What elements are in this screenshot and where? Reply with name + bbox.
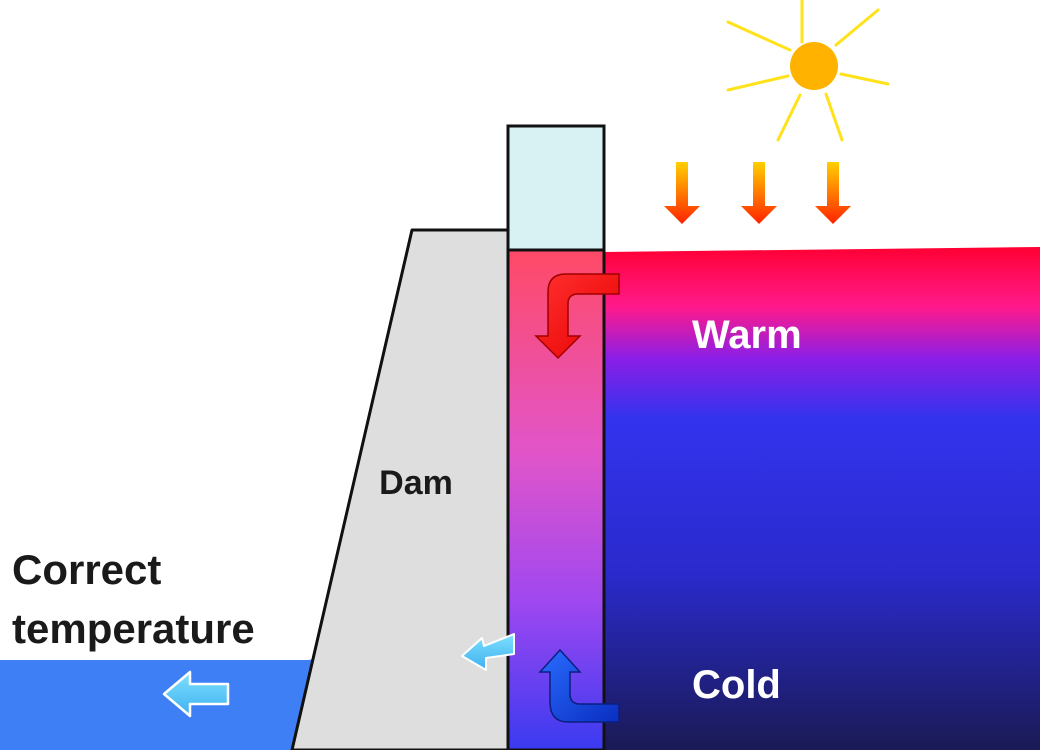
outflow-arrow-icon	[461, 633, 515, 671]
dam-body	[290, 228, 510, 750]
sun-icon	[726, 0, 890, 142]
heat-arrows	[664, 162, 851, 224]
reservoir-water	[604, 247, 1040, 750]
cold-label: Cold	[692, 663, 781, 707]
heat-arrow-icon	[664, 162, 700, 224]
cold-intake-arrow-icon	[538, 648, 620, 723]
intake-tower-cap	[506, 124, 606, 252]
warm-intake-arrow-icon	[534, 273, 620, 360]
dam-label: Dam	[379, 464, 453, 502]
heat-arrow-icon	[815, 162, 851, 224]
outflow-arrow-icon	[162, 670, 230, 718]
outlet-label-line1: Correct	[12, 546, 161, 593]
heat-arrow-icon	[741, 162, 777, 224]
outlet-label-line2: temperature	[12, 605, 255, 652]
warm-label: Warm	[692, 313, 802, 357]
